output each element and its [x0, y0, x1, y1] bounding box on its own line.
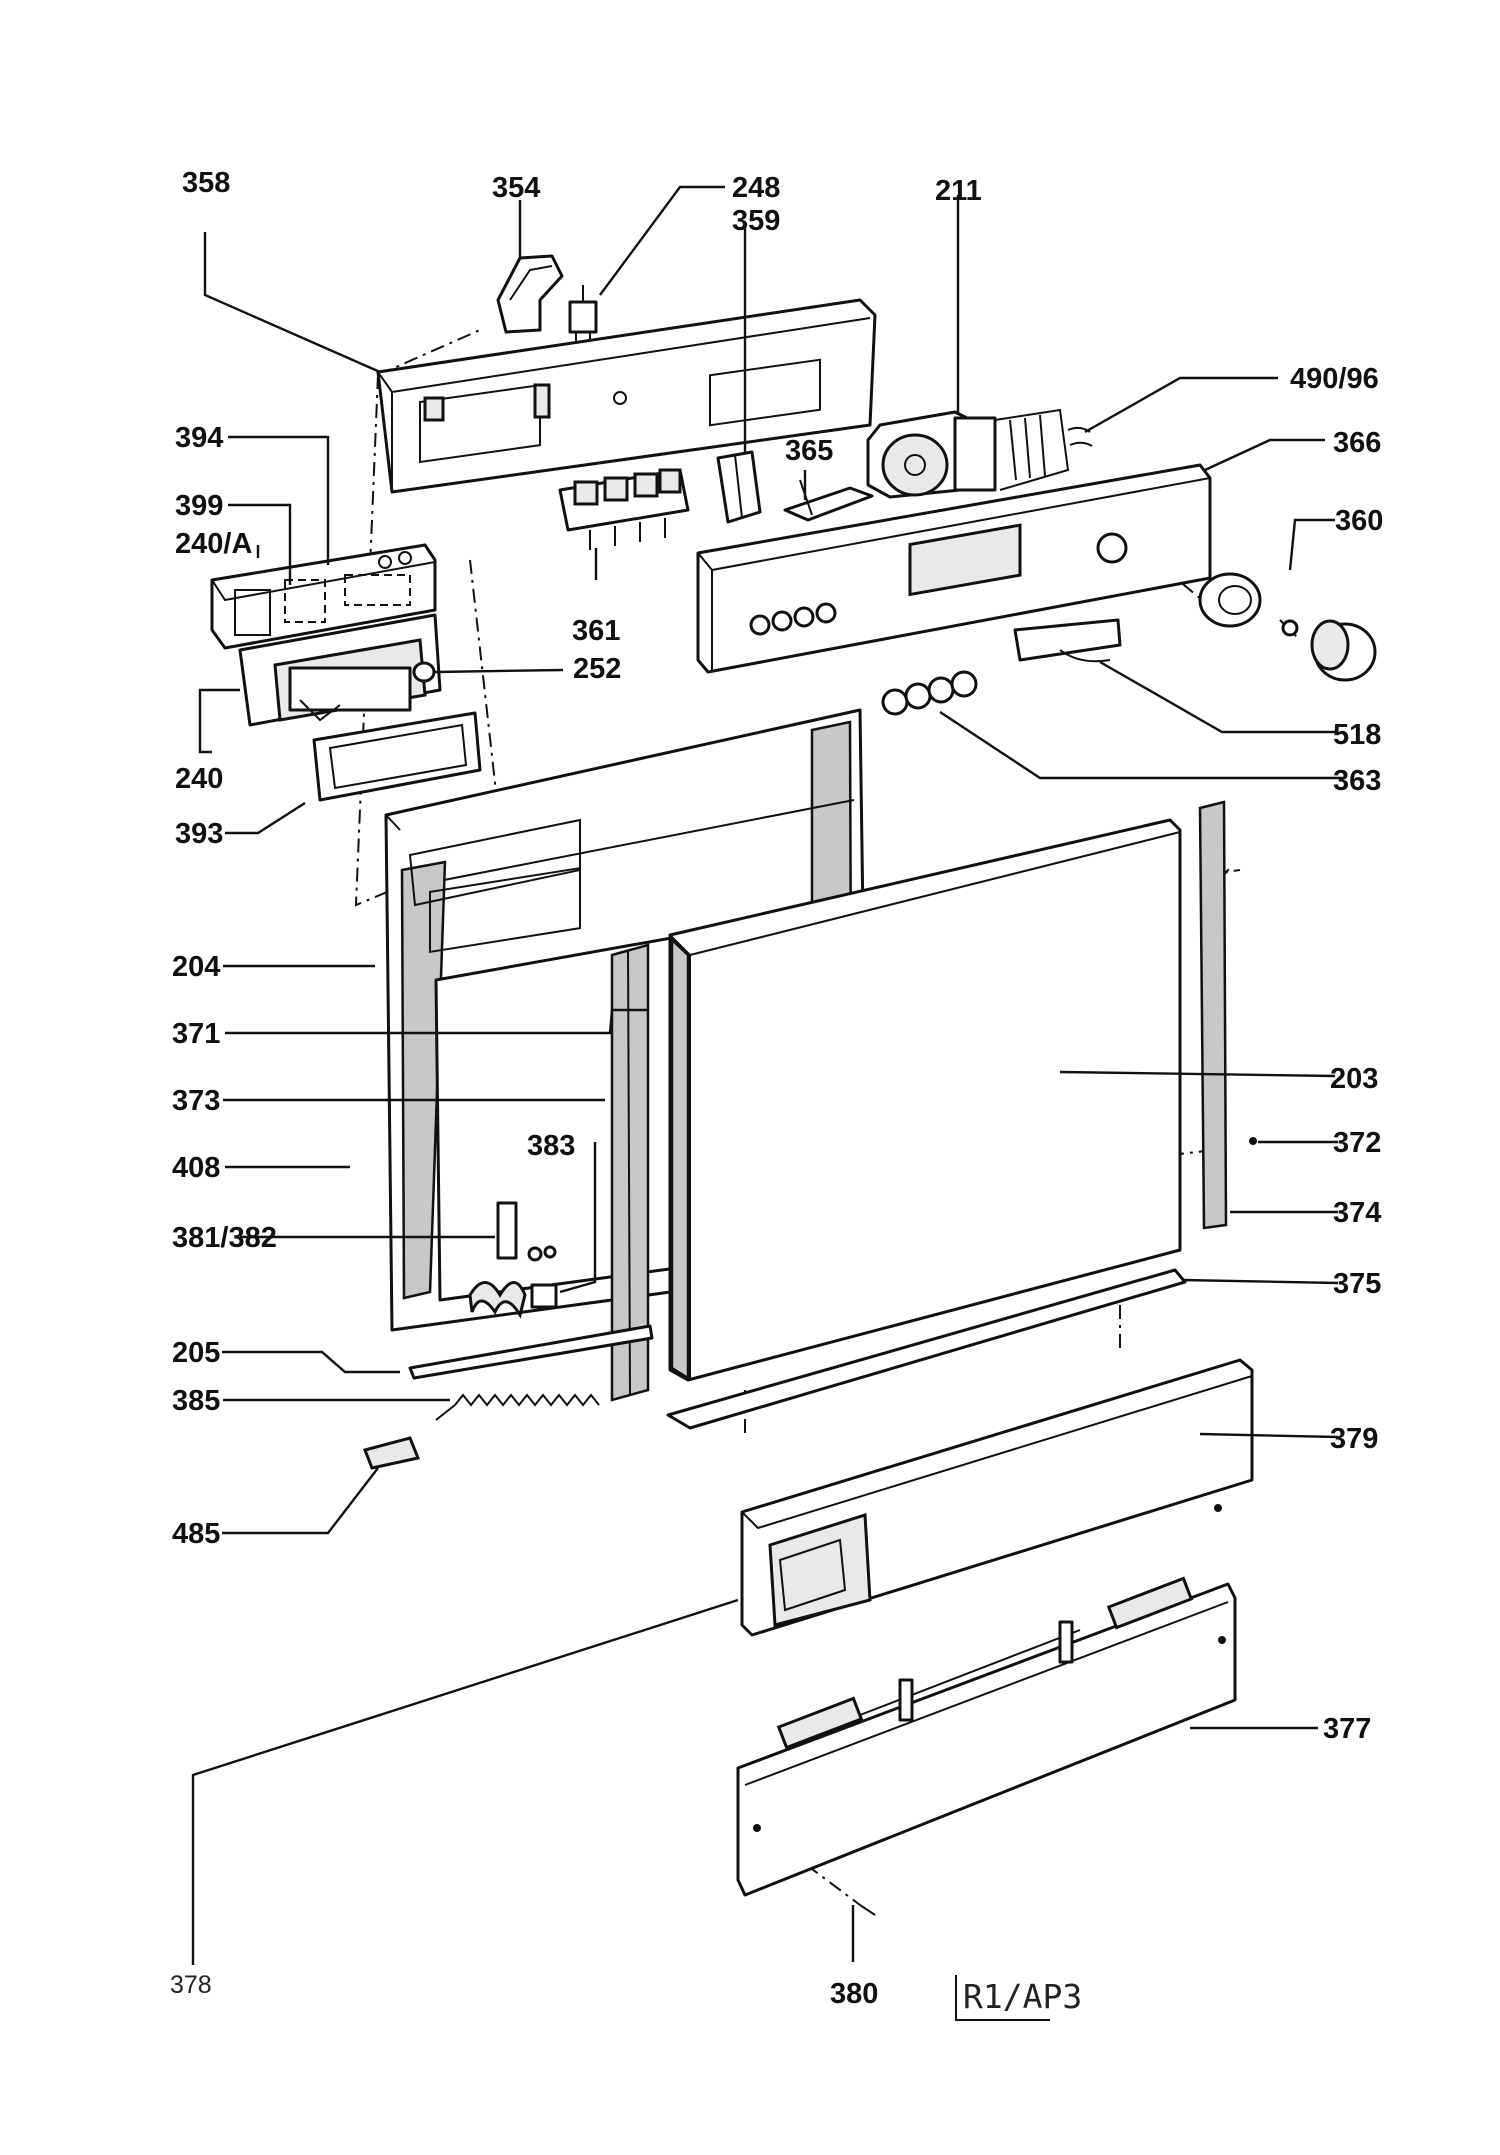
label-383: 383 [527, 1130, 575, 1162]
label-252: 252 [573, 653, 621, 685]
part-381-382-hinge [468, 1201, 558, 1319]
part-379-kick-plate [740, 1358, 1254, 1637]
label-240: 240 [175, 763, 223, 795]
part-366-control-panel [696, 463, 1212, 674]
drawing-code-text: R1/AP3 [963, 1977, 1082, 2016]
label-360: 360 [1335, 505, 1383, 537]
label-375: 375 [1333, 1268, 1381, 1300]
label-203: 203 [1330, 1063, 1378, 1095]
label-385: 385 [172, 1385, 220, 1417]
label-394: 394 [175, 422, 223, 454]
part-240-dispenser-body [238, 613, 442, 727]
part-358-mounting-rail [376, 298, 877, 494]
label-361: 361 [572, 615, 620, 647]
label-205: 205 [172, 1337, 220, 1369]
label-518: 518 [1333, 719, 1381, 751]
part-385-spring [435, 1393, 600, 1421]
label-358: 358 [182, 167, 230, 199]
part-518-handle [1013, 618, 1122, 663]
label-381-382: 381/382 [172, 1222, 277, 1254]
label-408: 408 [172, 1152, 220, 1184]
label-378: 378 [170, 1971, 212, 1999]
part-373-side-trim [610, 943, 650, 1402]
label-393: 393 [175, 818, 223, 850]
part-240a-dispenser-cover [210, 543, 437, 650]
part-203-door-panel [668, 818, 1182, 1382]
label-374: 374 [1333, 1197, 1381, 1229]
label-399: 399 [175, 490, 223, 522]
label-379: 379 [1330, 1423, 1378, 1455]
label-373: 373 [172, 1085, 220, 1117]
part-354-bracket [496, 254, 564, 334]
label-371: 371 [172, 1018, 220, 1050]
part-labels: 358 354 248 359 211 490/96 394 366 365 3… [170, 167, 1383, 2010]
part-211-timer [866, 408, 1093, 499]
part-205-rod [408, 1324, 654, 1380]
label-377: 377 [1323, 1713, 1371, 1745]
part-485-clip [362, 1436, 421, 1470]
drawing-code: R1/AP3 [955, 1975, 1082, 2021]
part-361-switch-block [558, 468, 690, 550]
label-380: 380 [830, 1978, 878, 2010]
label-363: 363 [1333, 765, 1381, 797]
part-360-knob [1198, 572, 1377, 682]
label-490-96: 490/96 [1290, 363, 1379, 395]
part-374-right-trim [1198, 800, 1228, 1230]
label-204: 204 [172, 951, 220, 983]
part-375-bottom-strip [666, 1268, 1187, 1430]
part-393-gasket [312, 711, 482, 802]
part-363-buttons [881, 670, 978, 716]
part-359-latch [716, 450, 762, 524]
part-380-screw [859, 1904, 876, 1916]
part-377-plinth [736, 1576, 1237, 1897]
label-354: 354 [492, 172, 540, 204]
label-365: 365 [785, 435, 833, 467]
leader-lines [191, 185, 1343, 1965]
label-240a: 240/A [175, 528, 252, 560]
part-248-microswitch [568, 285, 598, 342]
part-365-clip [783, 479, 874, 522]
label-372: 372 [1333, 1127, 1381, 1159]
label-359: 359 [732, 205, 780, 237]
label-485: 485 [172, 1518, 220, 1550]
label-211: 211 [935, 175, 982, 207]
label-366: 366 [1333, 427, 1381, 459]
label-248: 248 [732, 172, 780, 204]
part-372-screw [1249, 1137, 1257, 1145]
